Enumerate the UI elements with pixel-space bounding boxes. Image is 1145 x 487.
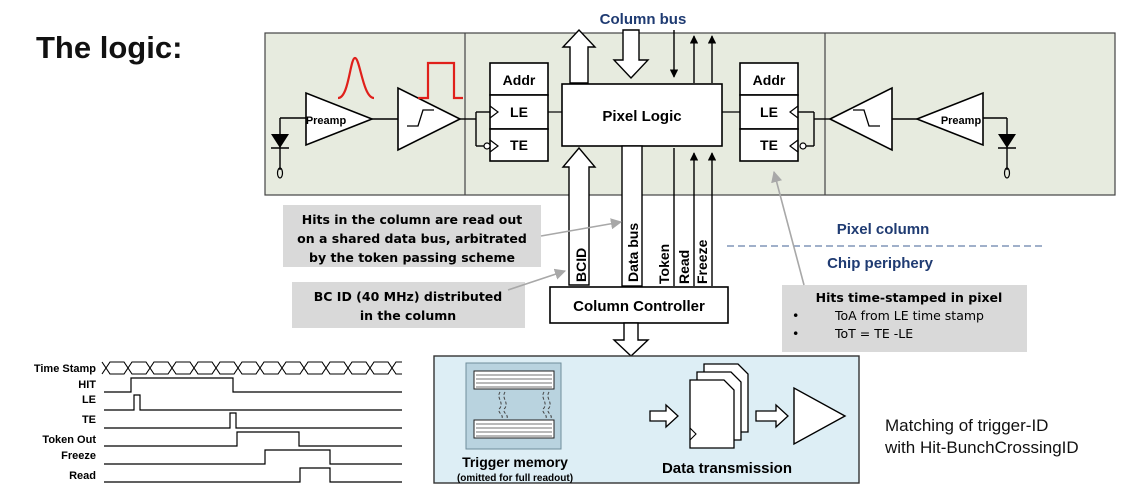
signal-label-le: LE	[82, 394, 96, 406]
chip-periphery-label: Chip periphery	[827, 255, 934, 272]
memory-row-top	[473, 370, 555, 390]
signal-label-hit: HIT	[78, 379, 96, 391]
bcid-callout-pointer	[507, 268, 567, 291]
serializer-icon	[689, 363, 749, 449]
bcid-callout	[292, 282, 525, 328]
hits-read-out-callout	[283, 205, 541, 267]
time-stamp-waveform	[101, 361, 402, 375]
page-title: The logic:	[36, 30, 182, 65]
bcid-callout-line-2: in the column	[360, 308, 456, 323]
matching-note-line-2: with Hit-BunchCrossingID	[884, 438, 1079, 457]
left-preamp-icon	[305, 91, 375, 147]
bcid-label: BCID	[573, 248, 589, 282]
data-transmission-label: Data transmission	[662, 460, 792, 477]
analog-pulse-icon	[337, 56, 375, 100]
column-bus-up-arrow	[561, 28, 597, 84]
left-preamp-label: Preamp	[306, 115, 347, 127]
pixel-column-label: Pixel column	[837, 221, 930, 238]
te-waveform	[104, 412, 402, 429]
trigger-memory-note: (omitted for full readout)	[457, 473, 573, 484]
memory-to-serializer-arrow	[649, 403, 679, 429]
column-controller-block	[549, 286, 729, 324]
right-diode-icon	[998, 134, 1016, 148]
time-stamp-pointer	[771, 170, 805, 286]
signal-label-freeze: Freeze	[61, 450, 96, 462]
right-te-register	[739, 128, 799, 162]
time-stamp-heading: Hits time-stamped in pixel	[816, 290, 1003, 305]
left-le-label: LE	[510, 104, 528, 120]
trigger-memory-label: Trigger memory	[462, 454, 568, 470]
freeze-waveform	[104, 449, 402, 465]
right-preamp-icon	[914, 91, 984, 147]
serializer-to-driver-arrow	[755, 403, 789, 429]
signal-label-te: TE	[82, 414, 96, 426]
right-le-label: LE	[760, 104, 778, 120]
signal-label-time-stamp: Time Stamp	[34, 363, 96, 375]
column-bus-label: Column bus	[600, 11, 687, 28]
left-addr-label: Addr	[503, 72, 536, 88]
controller-output-arrow	[612, 322, 650, 357]
column-controller-label: Column Controller	[573, 298, 705, 315]
right-discriminator-icon	[828, 86, 893, 152]
left-diode-icon	[271, 134, 289, 148]
hits-read-out-line-1: Hits in the column are read out	[302, 212, 523, 227]
bcid-bus	[561, 146, 597, 286]
right-preamp-label: Preamp	[941, 115, 982, 127]
right-te-label: TE	[760, 137, 778, 153]
token-out-waveform	[104, 431, 402, 447]
digital-pulse-icon	[418, 61, 463, 100]
right-addr-register	[739, 62, 799, 96]
signal-label-token-out: Token Out	[42, 434, 96, 446]
bcid-callout-line-1: BC ID (40 MHz) distributed	[314, 289, 502, 304]
freeze-label: Freeze	[694, 239, 710, 284]
hits-read-out-pointer	[540, 218, 623, 237]
left-discriminator-icon	[397, 86, 462, 152]
time-stamp-bullet-dot-2: •	[792, 326, 799, 341]
memory-row-bottom	[473, 419, 555, 439]
time-stamp-callout	[782, 285, 1027, 352]
le-waveform	[104, 394, 402, 411]
hits-read-out-line-2: on a shared data bus, arbitrated	[297, 231, 527, 246]
hits-read-out-line-3: by the token passing scheme	[309, 250, 515, 265]
matching-note-line-1: Matching of trigger-ID	[885, 416, 1048, 435]
data-bus	[621, 145, 643, 287]
left-te-label: TE	[510, 137, 528, 153]
line-driver-icon	[793, 386, 847, 446]
read-waveform	[104, 467, 402, 483]
time-stamp-bullet-2: ToT = TE -LE	[834, 326, 913, 341]
read-label: Read	[676, 250, 692, 284]
signal-label-read: Read	[69, 470, 96, 482]
time-stamp-bullet-1: ToA from LE time stamp	[834, 308, 984, 323]
time-stamp-bullet-dot-1: •	[792, 308, 799, 323]
column-bus-down-arrow	[612, 29, 650, 80]
data-bus-label: Data bus	[625, 223, 641, 282]
right-frontend: Preamp	[798, 86, 1016, 179]
pixel-logic-label: Pixel Logic	[602, 108, 681, 125]
left-addr-register	[489, 62, 549, 96]
right-addr-label: Addr	[753, 72, 786, 88]
pixel-logic-block	[561, 83, 723, 147]
left-frontend: Preamp	[271, 56, 491, 179]
hit-waveform	[104, 377, 402, 393]
token-label: Token	[656, 244, 672, 284]
timing-diagram: Time Stamp HIT LE TE Token Out Freeze Re…	[34, 361, 402, 483]
